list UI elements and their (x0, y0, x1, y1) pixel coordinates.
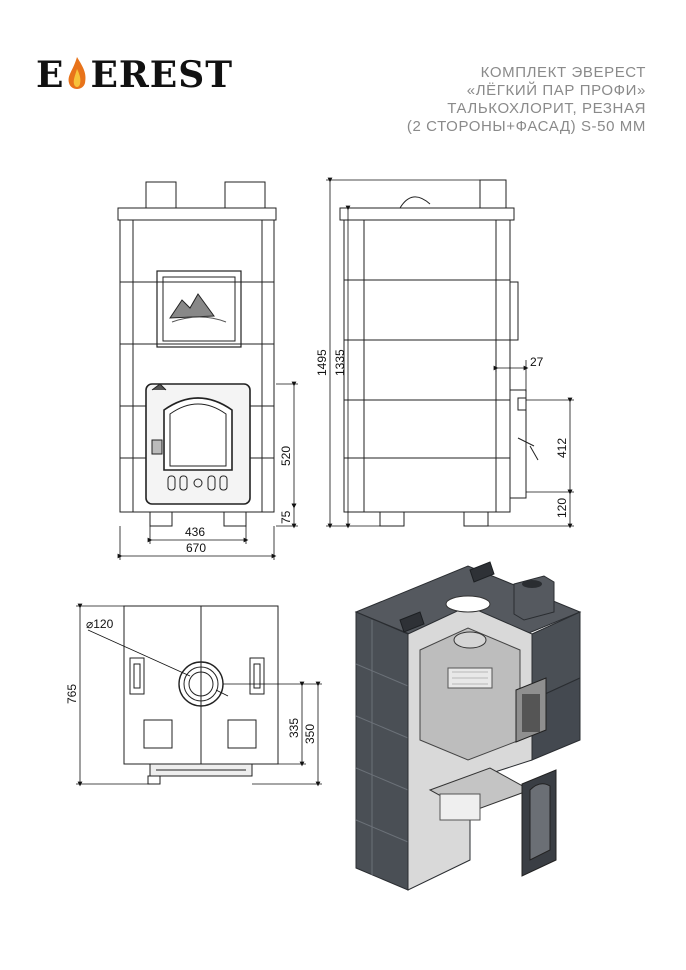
dim-front-total-width: 670 (186, 541, 206, 555)
side-view (339, 179, 539, 527)
mountain-relief (169, 293, 215, 319)
dim-pipe-offset-b: 350 (303, 724, 317, 744)
cutaway-3d-render (354, 561, 582, 891)
dim-body-height: 1335 (333, 349, 347, 376)
title-line-4: (2 СТОРОНЫ+ФАСАД) S-50 ММ (406, 118, 646, 135)
product-title: КОМПЛЕКТ ЭВЕРЕСТ «ЛЁГКИЙ ПАР ПРОФИ» ТАЛЬ… (407, 64, 646, 136)
logo-text-rest: EREST (90, 54, 234, 96)
title-line-2: «ЛЁГКИЙ ПАР ПРОФИ» (466, 82, 646, 99)
logo-letter-e: E (36, 54, 65, 96)
top-dimensions (76, 603, 322, 787)
flame-icon (69, 57, 86, 89)
dim-pipe-diameter: ⌀120 (86, 617, 114, 631)
front-dimensions (117, 381, 298, 560)
front-view (117, 181, 277, 527)
everest-logo: E EREST (36, 52, 233, 98)
dim-side-door-height: 412 (555, 438, 569, 458)
dim-total-height: 1495 (315, 349, 329, 376)
front-chimney-right (224, 181, 266, 209)
title-line-1: КОМПЛЕКТ ЭВЕРЕСТ (480, 64, 646, 81)
dim-base-height: 75 (279, 510, 293, 524)
dim-front-inner-width: 436 (185, 525, 205, 539)
dim-side-base-height: 120 (555, 498, 569, 518)
door-grate-slots (167, 475, 228, 491)
dim-pipe-offset-a: 335 (287, 718, 301, 738)
dim-top-depth: 765 (65, 684, 79, 704)
side-chimney (479, 179, 507, 209)
side-chimney-hood (399, 196, 431, 209)
title-line-3: ТАЛЬКОХЛОРИТ, РЕЗНАЯ (447, 100, 646, 117)
side-door (509, 389, 527, 499)
top-view (123, 605, 279, 785)
dim-door-height: 520 (279, 446, 293, 466)
front-chimney-left (145, 181, 177, 209)
dim-side-offset: 27 (530, 355, 544, 369)
side-dimensions (326, 177, 574, 529)
